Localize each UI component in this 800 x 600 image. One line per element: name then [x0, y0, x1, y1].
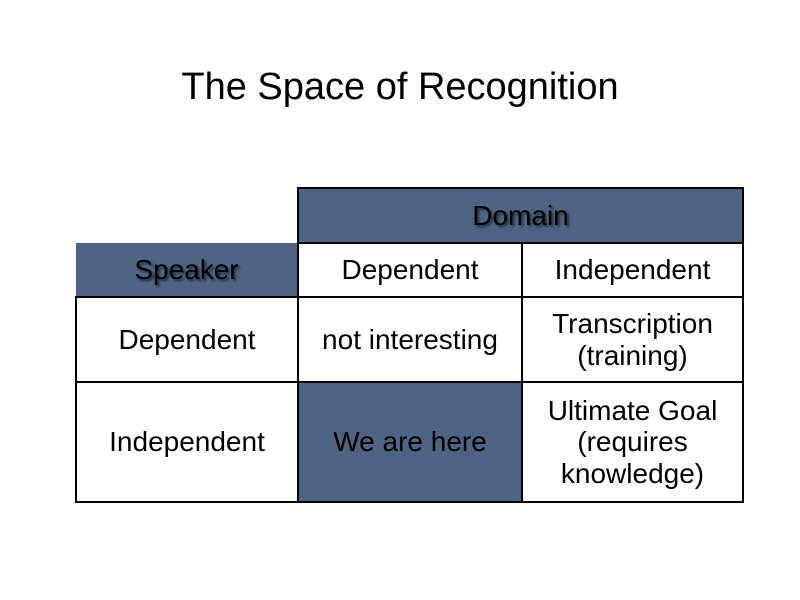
table-row-speaker-independent: Independent We are here Ultimate Goal (r… — [75, 381, 745, 503]
domain-column-header-dependent: Dependent — [297, 242, 523, 298]
domain-header-cell: Domain — [296, 187, 745, 244]
cell-line-1: Transcription — [552, 308, 713, 340]
corner-spacer-cell — [76, 188, 298, 243]
cell-line-1: Ultimate Goal — [547, 394, 718, 426]
recognition-space-matrix: Domain Speaker Dependent Independent Dep… — [75, 187, 745, 503]
page-title: The Space of Recognition — [181, 66, 619, 108]
table-row-domain-header: Domain — [76, 187, 745, 244]
cell-independent-dependent-highlight: We are here — [297, 381, 523, 503]
domain-column-header-independent: Independent — [520, 242, 745, 298]
cell-dependent-independent: Transcription (training) — [520, 296, 745, 383]
table-row-column-headers: Speaker Dependent Independent — [76, 242, 745, 298]
cell-line-2: (training) — [577, 339, 688, 371]
cell-line-2: (requires — [577, 426, 688, 458]
speaker-header-cell: Speaker — [76, 243, 298, 297]
cell-independent-independent: Ultimate Goal (requires knowledge) — [520, 381, 745, 503]
speaker-row-header-dependent: Dependent — [75, 296, 299, 383]
cell-dependent-dependent: not interesting — [297, 296, 523, 383]
speaker-row-header-independent: Independent — [75, 381, 299, 503]
table-row-speaker-dependent: Dependent not interesting Transcription … — [75, 296, 745, 383]
cell-line-3: knowledge) — [560, 457, 705, 489]
